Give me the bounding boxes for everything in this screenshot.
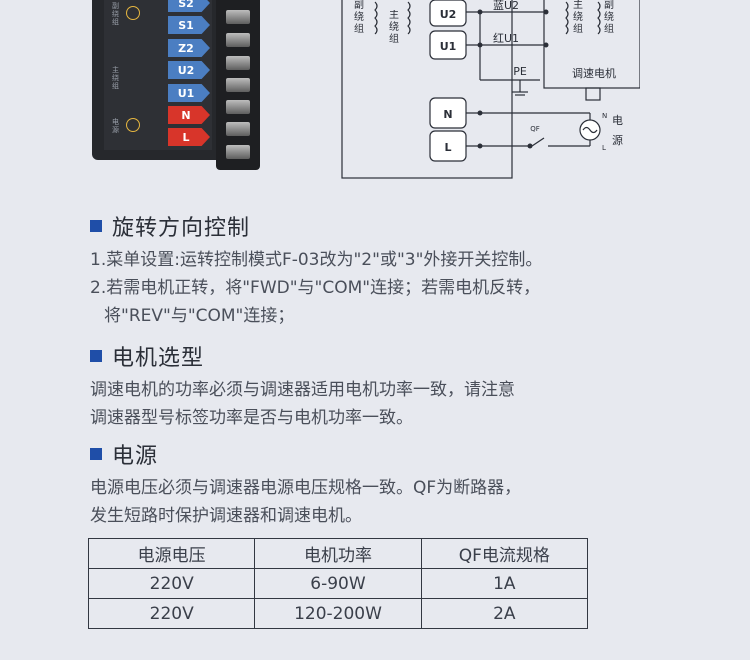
power-label-2: 源 (612, 133, 623, 147)
section-bullet-icon (90, 448, 102, 460)
rotation-line-3: 将"REV"与"COM"连接； (104, 306, 295, 326)
motor-line-2: 调速器型号标签功率是否与电机功率一致。 (90, 408, 413, 428)
source-l-label: L (602, 144, 606, 152)
table-header-row: 电源电压 电机功率 QF电流规格 (87, 538, 589, 569)
terminal-screw (226, 78, 250, 92)
right-coil-main (565, 1, 569, 35)
pin-n: N (168, 106, 210, 124)
table-row: 220V 120-200W 2A (87, 598, 589, 629)
terminal-u1-label: U1 (440, 40, 457, 53)
motor-capacitor (585, 87, 601, 101)
pe-label: PE (513, 65, 527, 78)
left-aux-winding-label: 副绕组 (354, 0, 364, 35)
table-header-cell: QF电流规格 (420, 538, 589, 569)
table-cell: 2A (420, 598, 589, 629)
left-coil-main (407, 1, 411, 35)
power-section-title: 电源 (112, 444, 159, 469)
table-cell: 220V (87, 598, 256, 629)
terminal-l-label: L (444, 141, 451, 154)
motor-label: 调速电机 (572, 66, 616, 80)
power-side-label: 电源 (112, 118, 119, 134)
pin-l: L (168, 128, 210, 146)
table-cell: 120-200W (254, 598, 422, 629)
power-line-2: 发生短路时保护调速器和调速电机。 (90, 506, 362, 526)
source-n-label: N (602, 112, 607, 120)
terminal-screw (226, 100, 250, 114)
table-header-cell: 电机功率 (254, 538, 422, 569)
terminal-screw (226, 33, 250, 47)
pin-u1: U1 (168, 84, 210, 102)
right-coil-aux (597, 1, 601, 35)
pin-z2: Z2 (168, 39, 210, 57)
right-main-winding-label: 主绕组 (573, 0, 583, 35)
pin-u2: U2 (168, 61, 210, 79)
motor-section-title: 电机选型 (112, 346, 205, 371)
terminal-screw (226, 122, 250, 136)
power-label-1: 电 (612, 114, 623, 127)
table-cell: 6-90W (254, 568, 422, 599)
terminal-block (216, 0, 260, 170)
terminal-u2-box (429, 0, 467, 27)
power-line-1: 电源电压必须与调速器电源电压规格一致。QF为断路器， (90, 478, 522, 498)
table-cell: 220V (87, 568, 256, 599)
left-coil-aux (374, 1, 378, 35)
rotation-section-title: 旋转方向控制 (112, 216, 251, 241)
diagram-frame (341, 0, 513, 179)
aux-winding-side-label: 副绕组 (112, 2, 119, 26)
terminal-u2-label: U2 (440, 8, 457, 21)
terminal-screw (226, 10, 250, 24)
table-cell: 1A (420, 568, 589, 599)
table-header-cell: 电源电压 (87, 538, 256, 569)
right-aux-winding-label: 副绕组 (604, 0, 614, 35)
table-row: 220V 6-90W 1A (87, 568, 589, 599)
rotation-section-header: 旋转方向控制 (90, 212, 251, 241)
pin-s1: S1 (168, 16, 210, 34)
terminal-n-label: N (443, 108, 452, 121)
pin-s2: S2 (168, 0, 210, 12)
terminal-screw (226, 56, 250, 70)
ac-source-icon (126, 118, 140, 132)
speed-knob-icon (126, 6, 140, 20)
qf-label: QF (530, 125, 540, 133)
rotation-line-1: 1.菜单设置:运转控制模式F-03改为"2"或"3"外接开关控制。 (90, 250, 543, 270)
terminal-screw (226, 145, 250, 159)
section-bullet-icon (90, 220, 102, 232)
power-section-header: 电源 (90, 440, 159, 469)
main-winding-side-label: 主绕组 (112, 66, 119, 90)
motor-line-1: 调速电机的功率必须与调速器适用电机功率一致，请注意 (90, 380, 515, 400)
power-spec-table: 电源电压 电机功率 QF电流规格 220V 6-90W 1A 220V 120-… (87, 538, 589, 629)
wire-blue-label: 蓝U2 (493, 0, 519, 12)
section-bullet-icon (90, 350, 102, 362)
left-main-winding-label: 主绕组 (389, 10, 399, 45)
rotation-line-2: 2.若需电机正转，将"FWD"与"COM"连接；若需电机反转， (90, 278, 541, 298)
motor-section-header: 电机选型 (90, 342, 205, 371)
controller-photo: 副绕组 主绕组 电源 S2 S1 Z2 U2 U1 N L (92, 0, 260, 170)
wire-red-label: 红U1 (493, 32, 519, 45)
wiring-diagram: U2 U1 N L 蓝U2 红U1 PE 调速电机 QF N L 电 源 副绕组… (341, 0, 640, 179)
